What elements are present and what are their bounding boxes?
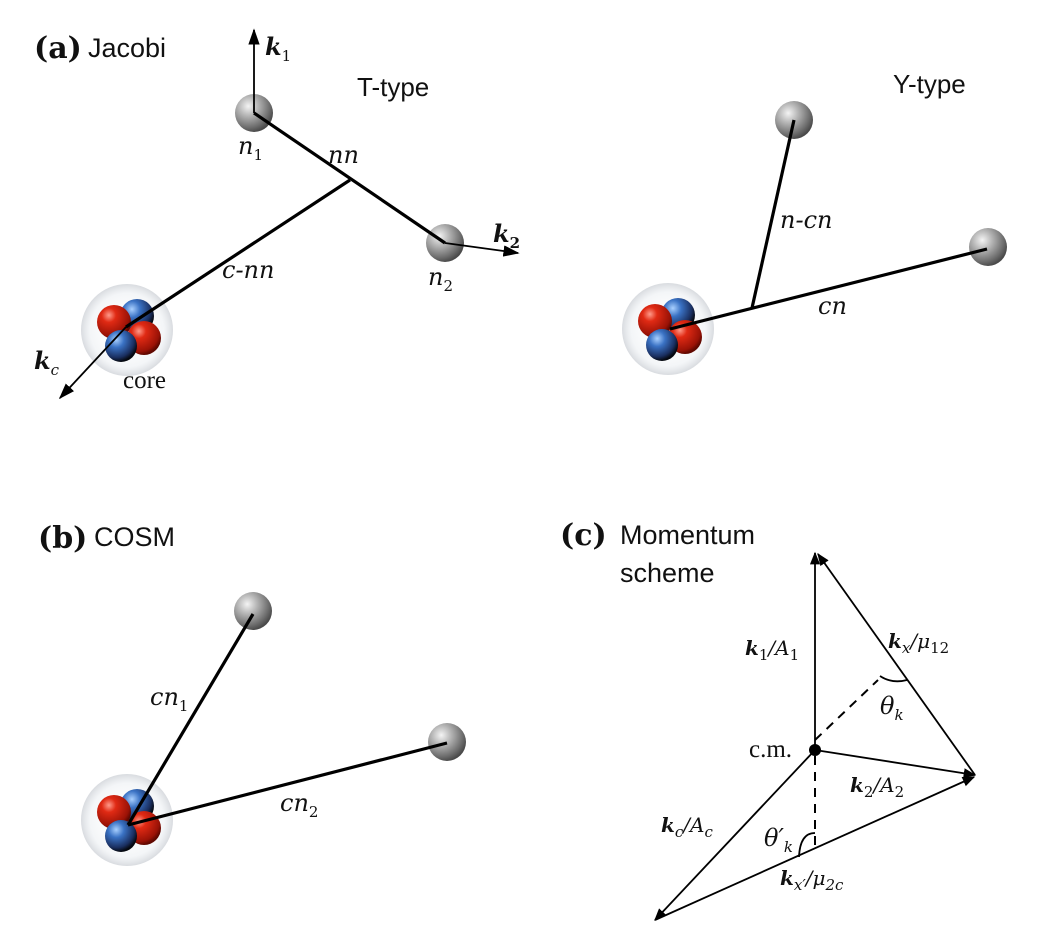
k1-A1-label: k1/A1 [745, 636, 799, 664]
n2-label: n2 [428, 263, 453, 295]
core-label: core [123, 367, 166, 394]
panel-b-title: COSM [94, 522, 175, 552]
dashed-line-theta [814, 679, 879, 741]
neutron-2-sphere [969, 228, 1007, 266]
y-type-title: Y-type [893, 69, 966, 99]
theta-k-prime-arc [798, 832, 816, 858]
neutron-2-sphere [428, 723, 466, 761]
cn2-label: cn2 [280, 789, 318, 821]
cn2-line [127, 741, 448, 827]
core-nucleus-icon [81, 284, 173, 376]
kc-Ac-vector [654, 749, 816, 921]
nn-line [253, 111, 446, 245]
panel-a-letter: (a) [34, 31, 82, 66]
core-nucleus-icon [81, 774, 173, 866]
k2-A2-label: k2/A2 [850, 773, 904, 801]
cm-label: c.m. [749, 736, 792, 763]
theta-k-prime-label: θ′k [764, 824, 793, 856]
kx-mu12-label: kx/μ12 [888, 629, 949, 657]
kxp-mu2c-vector [654, 776, 976, 921]
theta-k-arc [879, 675, 908, 683]
core-nucleus-icon [622, 283, 714, 375]
cn1-line [126, 613, 255, 826]
kxp-mu2c-label: kx′/μ2c [780, 866, 844, 894]
t-type-title: T-type [357, 72, 429, 102]
c-nn-line [125, 178, 351, 329]
panel-c-title-line1: Momentum [620, 520, 755, 550]
center-of-mass-point [809, 744, 821, 756]
n1-label: n1 [238, 132, 263, 164]
panel-c-letter: (c) [560, 518, 607, 553]
n-cn-label: n-cn [780, 206, 832, 234]
cn-line [669, 247, 988, 331]
y-type-diagram: Y-type n-cn cn [622, 69, 1007, 375]
panel-a: (a) Jacobi T-type k1 k2 kc n1 n2 nn c-nn… [34, 28, 1007, 400]
kx-mu12-vector [817, 552, 976, 776]
kc-Ac-label: kc/Ac [661, 813, 713, 841]
panel-c-title-line2: scheme [620, 558, 715, 588]
theta-k-label: θk [880, 692, 904, 724]
panel-a-title: Jacobi [88, 33, 166, 63]
panel-b: (b) COSM cn1 cn2 [38, 521, 466, 866]
k2-label: k2 [493, 219, 520, 252]
k1-label: k1 [265, 32, 291, 65]
n-cn-line [750, 119, 796, 309]
panel-b-letter: (b) [38, 521, 87, 556]
panel-c: (c) Momentum scheme c.m. k1/A1 kx/μ12 θk… [560, 518, 977, 921]
neutron-1-sphere [234, 592, 272, 630]
kc-arrow [58, 326, 127, 400]
cn-label: cn [818, 292, 847, 320]
cn1-label: cn1 [150, 683, 188, 715]
kc-label: kc [34, 346, 60, 379]
c-nn-label: c-nn [222, 256, 274, 284]
k2-arrow [444, 242, 520, 257]
t-type-diagram: T-type k1 k2 kc n1 n2 nn c-nn core [34, 28, 520, 400]
k2-A2-vector [814, 749, 977, 779]
nn-label: nn [328, 141, 359, 169]
